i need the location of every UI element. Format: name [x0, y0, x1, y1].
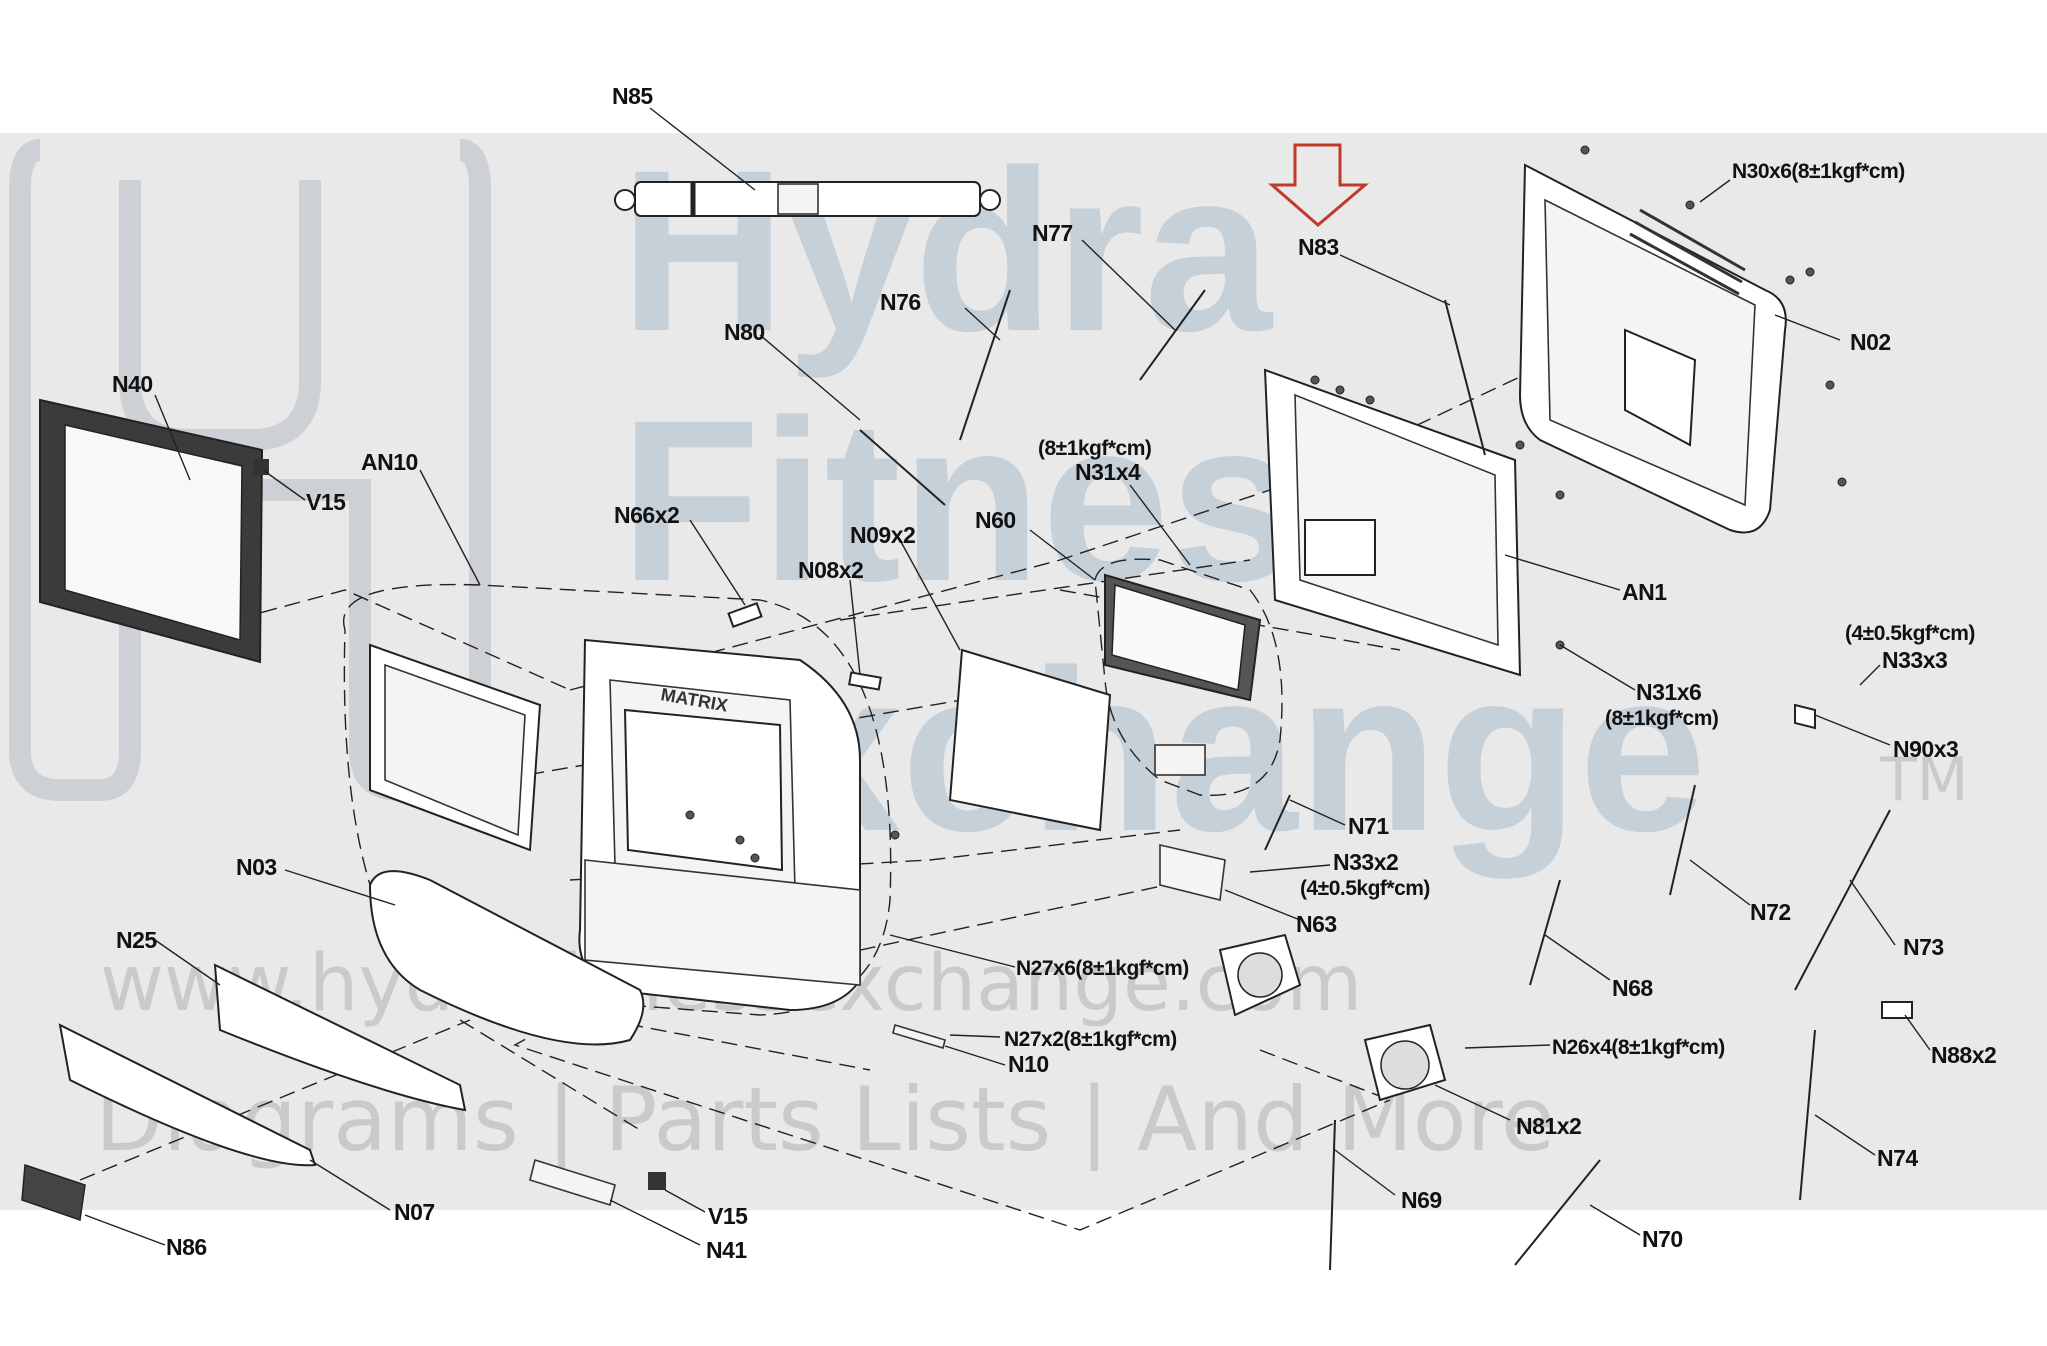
label-n33x3: N33x3: [1882, 647, 1947, 673]
part-n03-trim: [368, 870, 645, 1046]
label-n68: N68: [1612, 975, 1653, 1001]
label-n85: N85: [612, 83, 653, 109]
part-n41: [529, 1158, 616, 1207]
part-n88: [1881, 1001, 1913, 1019]
label-n77: N77: [1032, 220, 1073, 246]
highlight-arrow-icon: [1267, 143, 1370, 227]
label-n60: N60: [975, 507, 1016, 533]
part-n40-bezel: [39, 398, 269, 664]
cable-n69: [1329, 1119, 1336, 1271]
label-n33x3-torque: (4±0.5kgf*cm): [1845, 622, 1975, 645]
part-an10-overlay: [369, 643, 542, 852]
label-n26: N26x4(8±1kgf*cm): [1552, 1036, 1725, 1059]
label-n08: N08x2: [798, 557, 863, 583]
label-n71: N71: [1348, 813, 1389, 839]
label-n41: N41: [706, 1237, 747, 1263]
label-n03: N03: [236, 854, 277, 880]
part-n63-board: [1159, 843, 1226, 901]
part-n25-shroud: [213, 963, 467, 1112]
label-n80: N80: [724, 319, 765, 345]
cable-n77: [1139, 289, 1206, 381]
leader-lines: [84, 107, 1931, 1246]
label-n09: N09x2: [850, 522, 915, 548]
cable-n83: [1444, 299, 1486, 456]
label-n83: N83: [1298, 234, 1339, 260]
part-n60-lcd: [1104, 573, 1262, 776]
label-n10: N10: [1008, 1051, 1049, 1077]
cable-n68: [1529, 879, 1561, 986]
part-fan-1: [1218, 933, 1302, 1017]
part-n86: [21, 1163, 86, 1222]
part-n81-fan: [1363, 1023, 1447, 1102]
label-v15-b: V15: [708, 1203, 748, 1229]
part-n90-clip: [1794, 703, 1816, 730]
label-n30: N30x6(8±1kgf*cm): [1732, 160, 1905, 183]
cable-n74: [1799, 1029, 1816, 1201]
part-n07-panel: [58, 1023, 317, 1167]
label-n31x6: N31x6: [1636, 679, 1701, 705]
part-console-front: MATRIX: [578, 638, 900, 1012]
part-n02-rear-cover: [1518, 145, 1847, 534]
label-n86: N86: [166, 1234, 207, 1260]
cable-n73: [1794, 809, 1891, 991]
label-n74: N74: [1877, 1145, 1918, 1171]
label-n81: N81x2: [1516, 1113, 1581, 1139]
label-n31x4-torque: (8±1kgf*cm): [1038, 437, 1151, 460]
an10-assembly-outline: [343, 583, 892, 1016]
part-an1-frame: [1263, 368, 1565, 677]
part-n09-glass: [948, 648, 1112, 832]
cables: [859, 289, 1891, 1271]
label-n76: N76: [880, 289, 921, 315]
watermark-tm: TM: [1879, 745, 1968, 815]
label-an10: AN10: [361, 449, 418, 475]
label-n27x2: N27x2(8±1kgf*cm): [1004, 1028, 1177, 1051]
label-n66: N66x2: [614, 502, 679, 528]
watermark-line1: Hydra: [620, 122, 1274, 379]
vent-slots: [1629, 208, 1746, 296]
label-an1: AN1: [1622, 579, 1667, 605]
label-n70: N70: [1642, 1226, 1683, 1252]
cable-n71: [1264, 794, 1291, 851]
cable-n76: [959, 289, 1011, 441]
part-n85-handle-bar: [614, 181, 1001, 217]
label-n73: N73: [1903, 934, 1944, 960]
v15-clip-icon-2: [648, 1172, 666, 1190]
part-n66-bracket: [727, 602, 763, 628]
label-n02: N02: [1850, 329, 1891, 355]
part-n08-tag: [848, 671, 882, 691]
label-n33x2: N33x2: [1333, 849, 1398, 875]
watermark-tagline: Diagrams | Parts Lists | And More: [95, 1068, 1555, 1172]
part-labels: N85 N77 N83 N30x6(8±1kgf*cm) N76 N80 N02…: [112, 83, 1997, 1263]
part-n10-bar: [892, 1023, 946, 1050]
cable-n72: [1669, 784, 1696, 896]
cable-n70: [1514, 1159, 1601, 1266]
label-n88: N88x2: [1931, 1042, 1996, 1068]
label-n27x6: N27x6(8±1kgf*cm): [1016, 957, 1189, 980]
label-n31x6-torque: (8±1kgf*cm): [1605, 707, 1718, 730]
label-v15-a: V15: [306, 489, 346, 515]
label-n25: N25: [116, 927, 157, 953]
label-n40: N40: [112, 371, 153, 397]
label-n31x4: N31x4: [1075, 459, 1141, 485]
label-n63: N63: [1296, 911, 1337, 937]
label-n69: N69: [1401, 1187, 1442, 1213]
n60-assembly-outline: [1094, 558, 1283, 797]
label-n33x2-torque: (4±0.5kgf*cm): [1300, 877, 1430, 900]
label-n07: N07: [394, 1199, 435, 1225]
cable-n80: [859, 429, 946, 506]
label-n90: N90x3: [1893, 736, 1958, 762]
label-n72: N72: [1750, 899, 1791, 925]
